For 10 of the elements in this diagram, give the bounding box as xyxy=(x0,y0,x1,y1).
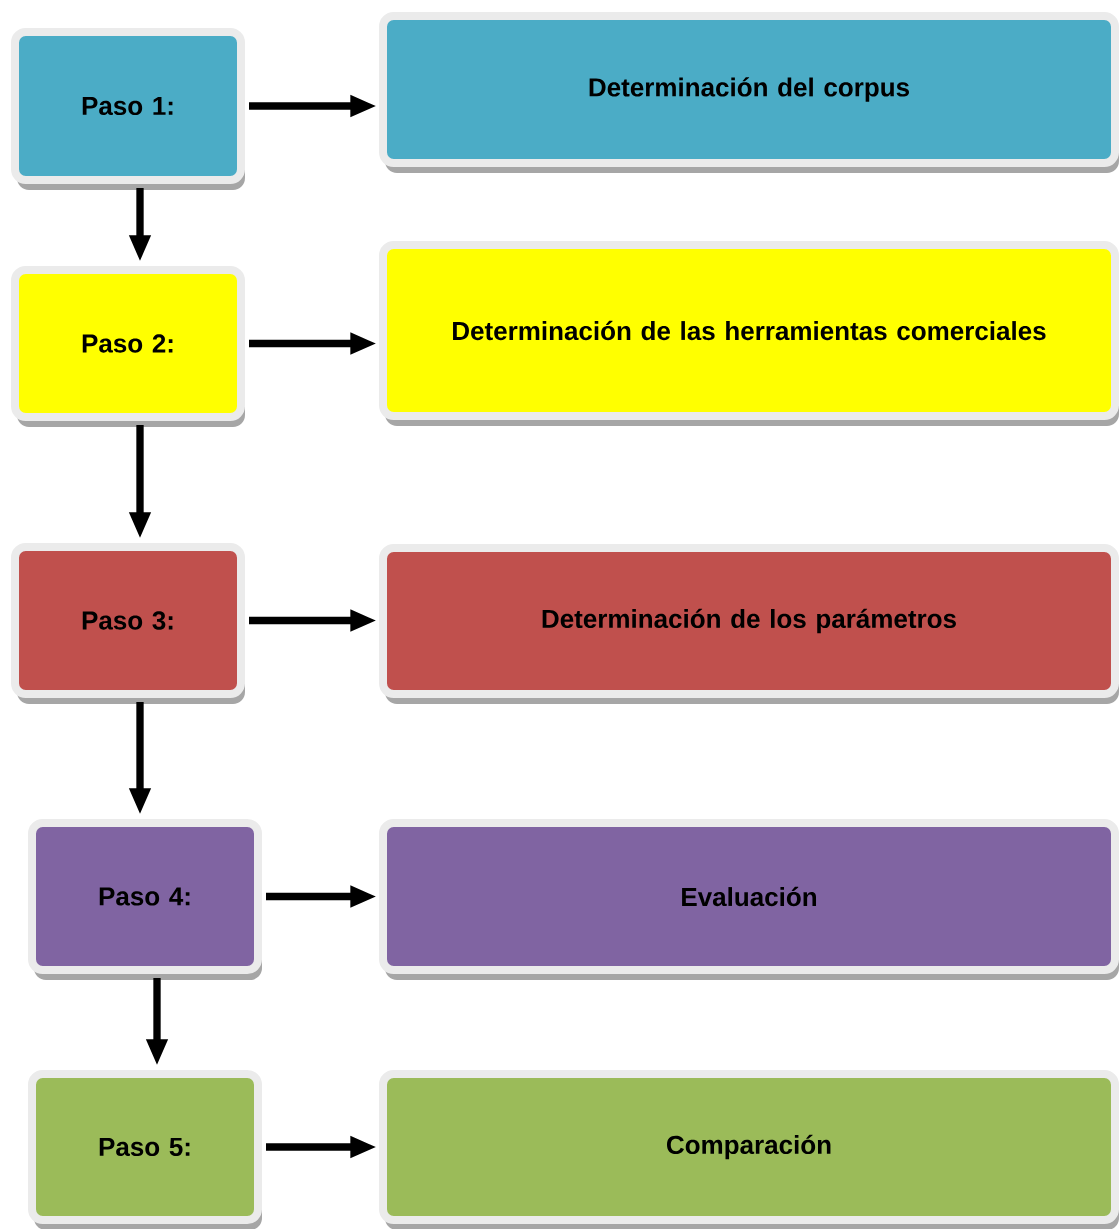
description-box: Determinación de los parámetros xyxy=(379,544,1119,704)
description-box: Comparación xyxy=(379,1070,1119,1229)
step-box: Paso 2: xyxy=(11,266,245,427)
description-box: Determinación de las herramientas comerciales xyxy=(379,241,1119,426)
step-box: Paso 3: xyxy=(11,543,245,704)
description-box: Determinación del corpus xyxy=(379,12,1119,173)
step-box: Paso 1: xyxy=(11,28,245,190)
description-box: Evaluación xyxy=(379,819,1119,980)
step-box: Paso 4: xyxy=(28,819,262,980)
step-box: Paso 5: xyxy=(28,1070,262,1229)
